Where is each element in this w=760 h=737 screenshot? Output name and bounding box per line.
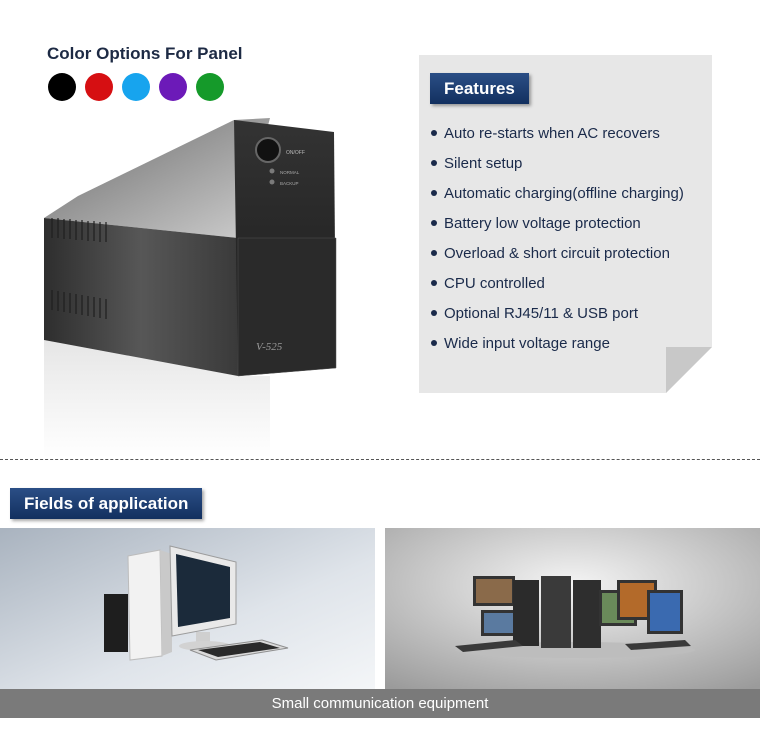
color-swatch-green[interactable] bbox=[196, 73, 224, 101]
backup-label: BACKUP bbox=[280, 181, 299, 186]
features-card bbox=[419, 55, 712, 393]
color-swatch-red[interactable] bbox=[85, 73, 113, 101]
color-options-title: Color Options For Panel bbox=[47, 44, 243, 63]
desktop-computer-photo bbox=[0, 528, 375, 689]
ups-product-image: ON/OFF NORMAL BACKUP V-525 bbox=[44, 118, 337, 458]
bullet-icon bbox=[431, 340, 437, 347]
model-label: V-525 bbox=[256, 341, 283, 353]
feature-item: Optional RJ45/11 & USB port bbox=[431, 304, 684, 334]
feature-item: Overload & short circuit protection bbox=[431, 244, 684, 274]
power-label: ON/OFF bbox=[286, 150, 305, 156]
bullet-icon bbox=[431, 250, 437, 257]
feature-item: Silent setup bbox=[431, 154, 684, 184]
bullet-icon bbox=[431, 220, 437, 227]
features-title: Features bbox=[430, 73, 529, 104]
feature-item: Automatic charging(offline charging) bbox=[431, 184, 684, 214]
color-swatch-blue[interactable] bbox=[122, 73, 150, 101]
normal-label: NORMAL bbox=[280, 170, 300, 175]
color-swatches bbox=[48, 73, 224, 101]
color-swatch-purple[interactable] bbox=[159, 73, 187, 101]
feature-item: Battery low voltage protection bbox=[431, 214, 684, 244]
fields-caption: Small communication equipment bbox=[0, 689, 760, 718]
feature-item: Wide input voltage range bbox=[431, 334, 684, 364]
fields-title: Fields of application bbox=[10, 488, 203, 519]
bullet-icon bbox=[431, 310, 437, 317]
feature-item: Auto re-starts when AC recovers bbox=[431, 124, 684, 154]
bullet-icon bbox=[431, 130, 437, 137]
feature-item: CPU controlled bbox=[431, 274, 684, 304]
features-list: Auto re-starts when AC recovers Silent s… bbox=[431, 124, 684, 364]
workstations-photo bbox=[385, 528, 760, 689]
bullet-icon bbox=[431, 160, 437, 167]
section-divider bbox=[0, 459, 760, 460]
color-swatch-black[interactable] bbox=[48, 73, 76, 101]
bullet-icon bbox=[431, 280, 437, 287]
bullet-icon bbox=[431, 190, 437, 197]
